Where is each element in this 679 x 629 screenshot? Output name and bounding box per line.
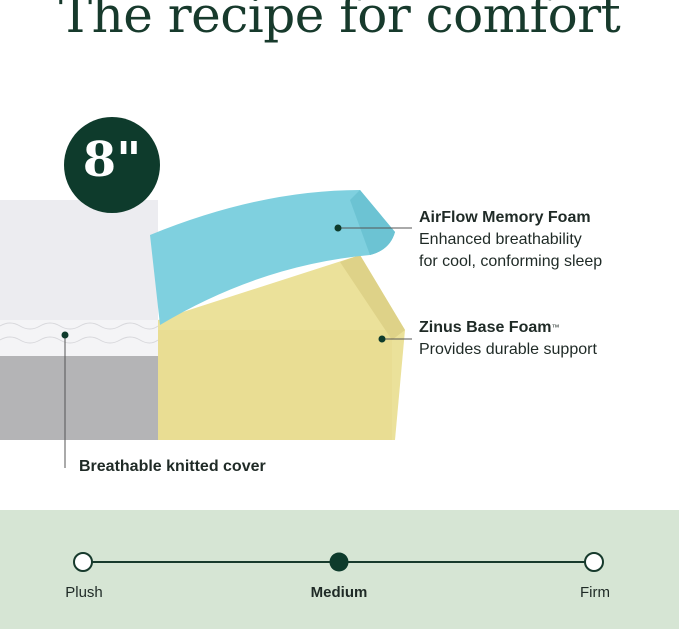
cover-top <box>0 200 158 320</box>
layer-name: Zinus Base Foam <box>419 319 552 336</box>
cover-side <box>0 356 158 440</box>
layer-name: AirFlow Memory Foam <box>419 209 591 226</box>
layer-name: Breathable knitted cover <box>79 458 266 475</box>
height-badge <box>64 117 160 213</box>
memory-foam <box>150 190 395 325</box>
firmness-band <box>0 510 679 629</box>
memory-foam-label: AirFlow Memory Foam Enhanced breathabili… <box>419 207 602 273</box>
cover-label: Breathable knitted cover <box>79 456 266 478</box>
trademark: ™ <box>551 323 560 332</box>
callout-dot <box>61 331 69 339</box>
layer-desc: Enhanced breathability <box>419 231 582 248</box>
layer-desc: for cool, conforming sleep <box>419 253 603 270</box>
firmness-label-medium: Medium <box>310 584 368 601</box>
callout-dot <box>378 335 386 343</box>
layer-desc: Provides durable support <box>419 341 597 358</box>
firmness-label-firm: Firm <box>580 584 610 601</box>
height-badge-text: 8" <box>82 132 142 188</box>
base-foam-label: Zinus Base Foam™ Provides durable suppor… <box>419 317 597 361</box>
callout-dot <box>334 224 342 232</box>
page-title: The recipe for comfort <box>58 0 621 44</box>
firmness-label-plush: Plush <box>65 584 103 601</box>
mattress-illustration <box>0 117 412 468</box>
